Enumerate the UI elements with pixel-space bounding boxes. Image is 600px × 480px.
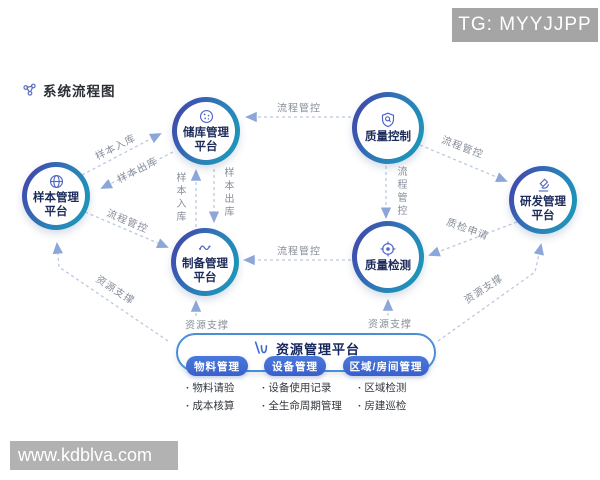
diagram-header: 系统流程图 — [22, 80, 116, 100]
node-circle: 样本管理 平台 — [27, 167, 85, 225]
list-item: 区域检测 — [358, 379, 406, 397]
pill-area-room-management: 区域/房间管理 — [343, 356, 429, 376]
dotted-sphere-icon — [199, 109, 213, 123]
node-sample-management: 样本管理 平台 — [22, 162, 90, 230]
list-item: 成本核算 — [186, 397, 234, 415]
node-label: 研发管理 平台 — [520, 195, 566, 222]
edge-label-resource-support: 资源支撑 — [93, 274, 137, 308]
edge-label-sample-outbound: 样本出库 — [115, 155, 161, 186]
globe-icon — [49, 174, 63, 188]
pill-equipment-management: 设备管理 — [264, 356, 326, 376]
node-rnd-management: 研发管理 平台 — [509, 166, 577, 234]
list-item: 物料请验 — [186, 379, 234, 397]
node-preparation-management: 制备管理 平台 — [171, 228, 239, 296]
node-quality-control: 质量控制 — [352, 92, 424, 164]
node-circle: 研发管理 平台 — [514, 171, 572, 229]
resource-list-material: 物料请验 成本核算 — [186, 379, 234, 415]
edge-label-resource-support: 资源支撑 — [183, 316, 231, 332]
target-icon — [380, 241, 396, 257]
microscope-icon — [538, 178, 549, 192]
node-label: 样本管理 平台 — [33, 191, 79, 218]
molecule-icon — [23, 83, 36, 96]
wave-chart-icon — [198, 245, 211, 250]
edge-label-resource-support: 资源支撑 — [462, 273, 506, 307]
list-item: 全生命周期管理 — [262, 397, 342, 415]
telegram-badge: TG: MYYJJPP — [452, 8, 598, 42]
shield-check-icon — [381, 112, 395, 128]
resource-list-equipment: 设备使用记录 全生命周期管理 — [262, 379, 342, 415]
edge-label-sample-outbound-vertical: 样本出库 — [222, 167, 233, 219]
edge-label-process-control: 流程管控 — [104, 208, 150, 236]
node-label: 制备管理 平台 — [182, 257, 228, 284]
node-circle: 制备管理 平台 — [176, 233, 234, 291]
edge-label-resource-support: 资源支撑 — [366, 315, 414, 331]
edge-label-sample-inbound: 样本入库 — [93, 132, 139, 163]
resource-platform-header: 资源管理平台 — [176, 338, 436, 358]
pill-material-management: 物料管理 — [186, 356, 248, 376]
node-storage-management: 储库管理 平台 — [172, 97, 240, 165]
resource-list-area: 区域检测 房建巡检 — [358, 379, 406, 415]
node-label: 质量检测 — [365, 260, 411, 273]
list-item: 房建巡检 — [358, 397, 406, 415]
page-title: 系统流程图 — [43, 84, 116, 99]
node-circle: 质量控制 — [357, 97, 419, 159]
node-quality-inspection: 质量检测 — [352, 221, 424, 293]
node-circle: 质量检测 — [357, 226, 419, 288]
edge-label-inspection-request: 质检申请 — [444, 217, 490, 243]
edge-label-process-control: 流程管控 — [277, 246, 321, 258]
node-label: 质量控制 — [365, 131, 411, 144]
wave-signature-icon — [254, 341, 268, 354]
arrow-resource-to-rnd — [437, 243, 544, 342]
edge-label-sample-inbound-vertical: 样本入库 — [174, 172, 185, 224]
edge-label-process-control: 流程管控 — [277, 103, 321, 115]
edge-label-process-control: 流程管控 — [439, 134, 485, 161]
watermark: www.kdblva.com — [10, 441, 178, 470]
resource-platform-title: 资源管理平台 — [275, 341, 360, 357]
list-item: 设备使用记录 — [262, 379, 342, 397]
node-circle: 储库管理 平台 — [177, 102, 235, 160]
node-label: 储库管理 平台 — [183, 126, 229, 153]
edge-label-process-control-vertical: 流程管控 — [395, 166, 406, 218]
